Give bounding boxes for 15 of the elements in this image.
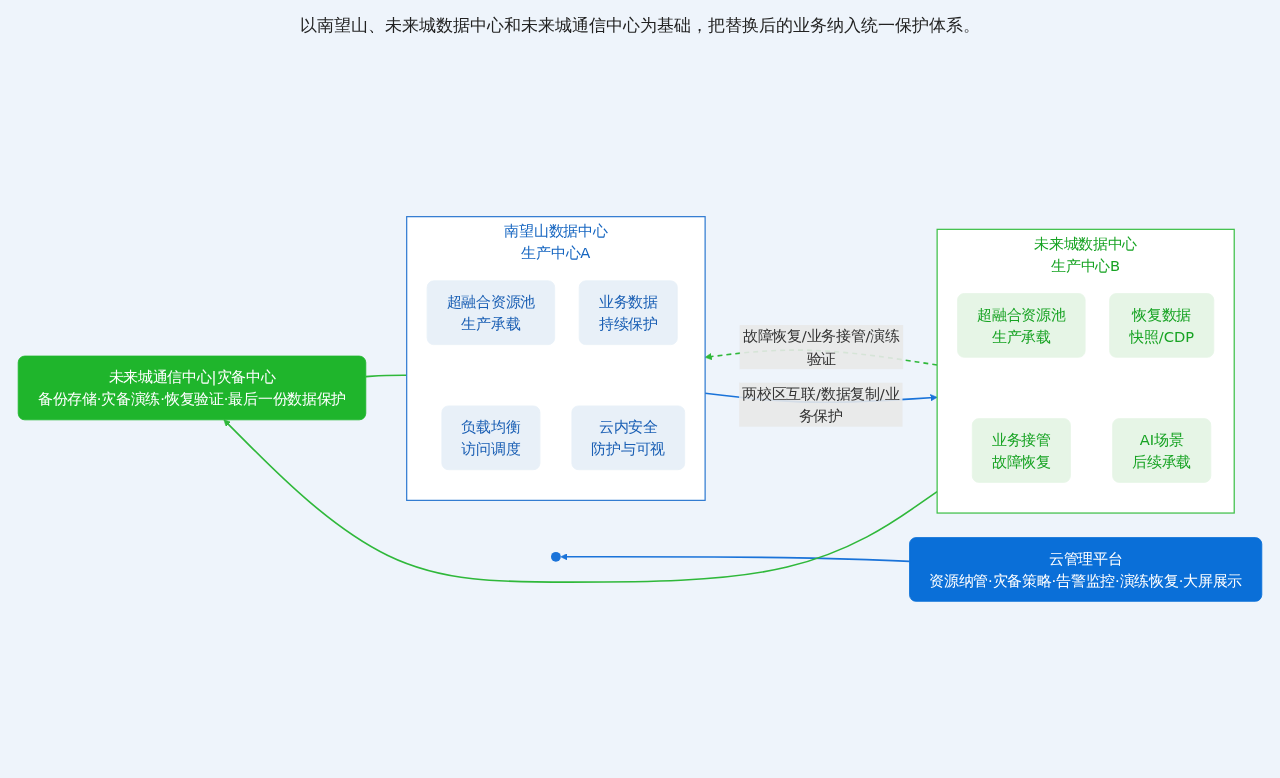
node-box: 未来城通信中心|灾备中心 备份存储·灾备演练·恢复验证·最后一份数据保护 (17, 355, 367, 421)
edge-label: 故障恢复/业务接管/演练验证 (742, 327, 900, 367)
edge-label: 两校区互联/数据复制/业务保护 (742, 385, 900, 425)
arrow (560, 553, 911, 563)
node-box: AI场景 后续承载 (1112, 418, 1212, 483)
node-box: 超融合资源池 生产承载 (426, 280, 556, 346)
title: 以南望山、未来城数据中心和未来城通信中心为基础，把替换后的业务纳入统一保护体系。 (299, 14, 981, 37)
node-box: 云内安全 防护与可视 (571, 405, 686, 471)
node-box: 超融合资源池 生产承载 (957, 293, 1086, 358)
node-box: 负载均衡 访问调度 (441, 405, 541, 471)
node-box: 云管理平台 资源纳管·灾备策略·告警监控·演练恢复·大屏展示 (909, 537, 1263, 602)
node-box: 业务数据 持续保护 (578, 280, 678, 346)
node-box: 业务接管 故障恢复 (971, 418, 1071, 483)
node-box: 恢复数据 快照/CDP (1109, 293, 1215, 358)
arrow (223, 419, 938, 583)
